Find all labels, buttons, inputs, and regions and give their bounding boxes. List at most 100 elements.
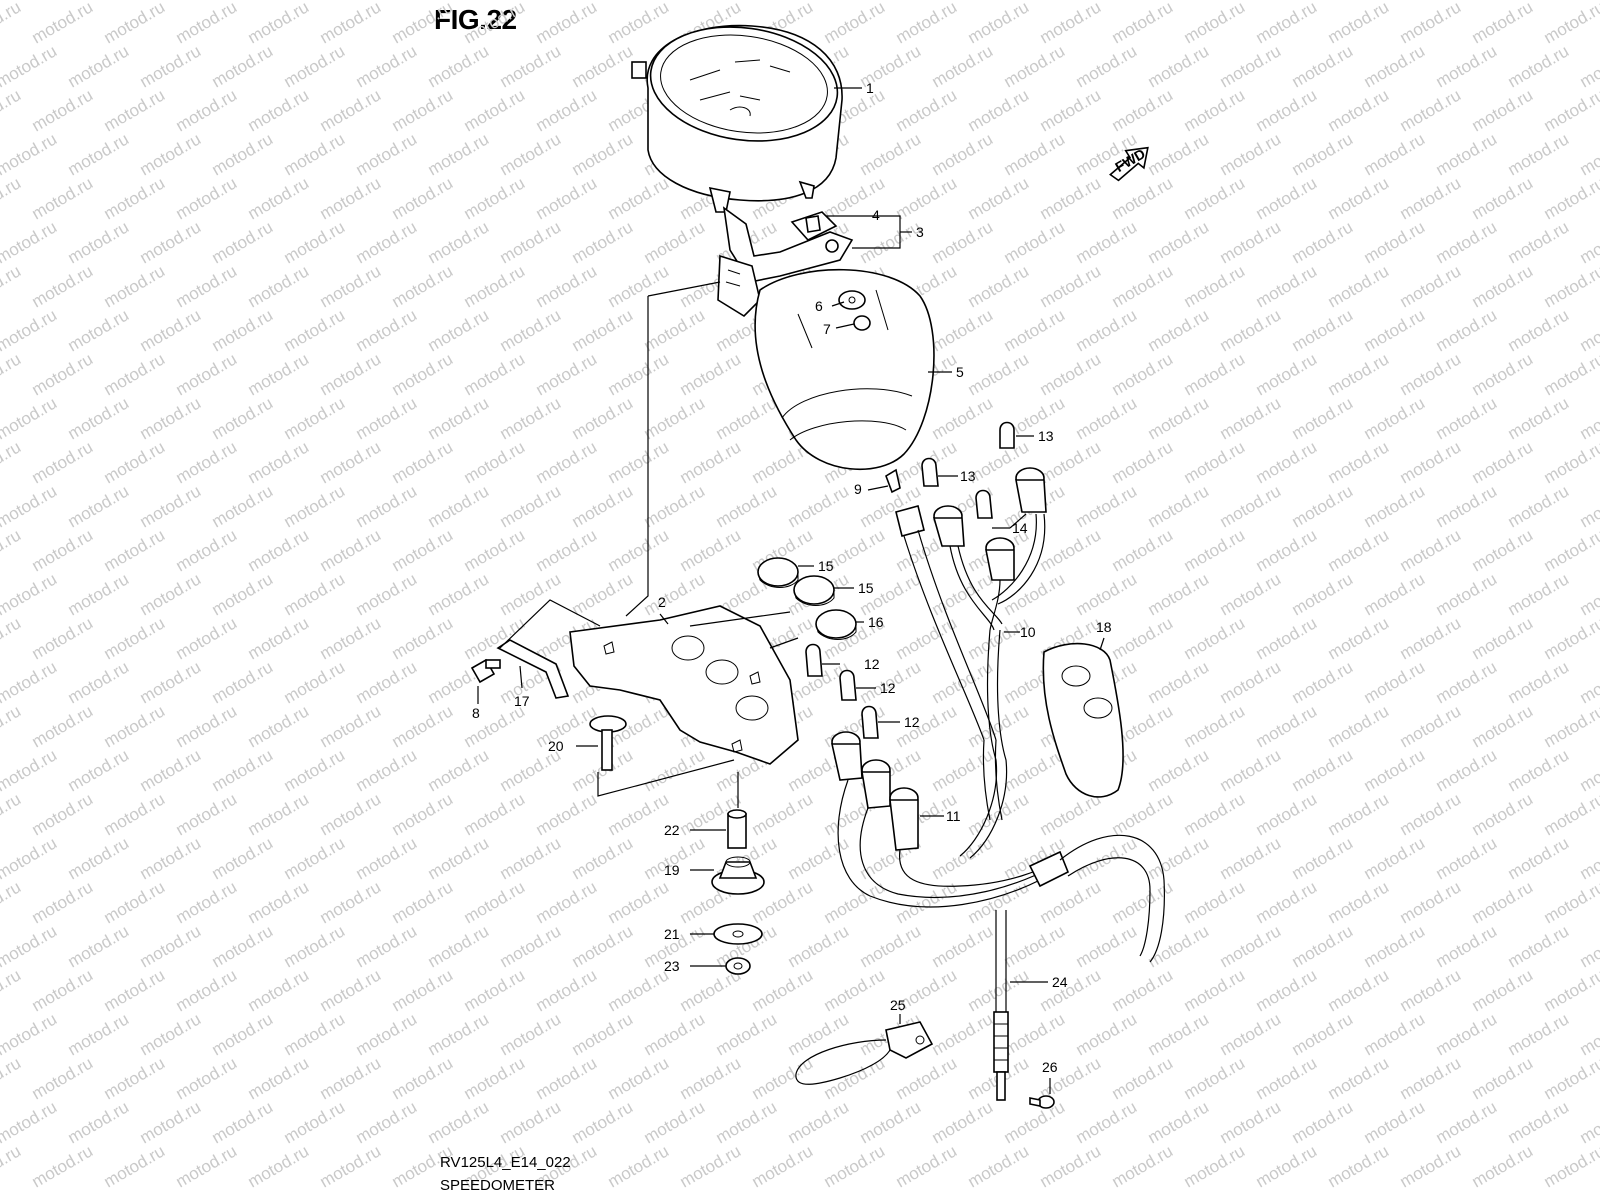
watermark-text: motod.ru [749,789,817,839]
watermark-text: motod.ru [1217,217,1285,267]
watermark-text: motod.ru [281,0,349,3]
watermark-text: motod.ru [173,173,241,223]
lamp-socket-wires-11[interactable] [831,731,1165,963]
callout-6[interactable]: 6 [815,298,823,314]
callout-1[interactable]: 1 [866,80,874,96]
watermark-text: motod.ru [29,965,97,1015]
callout-12-c[interactable]: 12 [904,714,920,730]
callout-19[interactable]: 19 [664,862,680,878]
watermark-text: motod.ru [1325,1141,1393,1191]
bolt-8[interactable] [470,658,501,684]
watermark-text: motod.ru [353,217,421,267]
callout-20[interactable]: 20 [548,738,564,754]
watermark-text: motod.ru [965,349,1033,399]
watermark-text: motod.ru [0,525,24,575]
watermark-text: motod.ru [497,1097,565,1147]
callout-13-upper[interactable]: 13 [1038,428,1054,444]
watermark-text: motod.ru [425,921,493,971]
callout-9[interactable]: 9 [854,481,862,497]
speedometer-gauge[interactable] [631,15,845,213]
callout-2[interactable]: 2 [658,594,666,610]
callout-15-upper[interactable]: 15 [818,558,834,574]
callout-3[interactable]: 3 [916,224,924,240]
watermark-text: motod.ru [389,0,457,47]
screw-26[interactable] [1029,1095,1055,1109]
callout-13-lower[interactable]: 13 [960,468,976,484]
speedometer-cable-upper[interactable] [895,505,1003,821]
cable-clamp-25[interactable] [795,1021,934,1085]
watermark-text: motod.ru [605,1053,673,1103]
callout-25[interactable]: 25 [890,997,906,1013]
callout-22[interactable]: 22 [664,822,680,838]
cushion-rubber-6[interactable] [838,290,866,310]
watermark-text: motod.ru [461,965,529,1015]
meter-housing[interactable] [754,268,935,471]
callout-23[interactable]: 23 [664,958,680,974]
callout-7[interactable]: 7 [823,321,831,337]
watermark-text: motod.ru [425,217,493,267]
bulb-13-lower[interactable] [921,457,939,487]
watermark-text: motod.ru [1325,789,1393,839]
callout-26[interactable]: 26 [1042,1059,1058,1075]
callout-16[interactable]: 16 [868,614,884,630]
callout-14[interactable]: 14 [1012,520,1028,536]
callout-21[interactable]: 21 [664,926,680,942]
watermark-text: motod.ru [389,701,457,751]
bulb-14[interactable] [975,489,993,519]
callout-12-a[interactable]: 12 [864,656,880,672]
cap-15-lower[interactable] [793,575,835,606]
bulb-socket-group[interactable] [932,467,1047,581]
callout-4[interactable]: 4 [872,207,880,223]
callout-12-b[interactable]: 12 [880,680,896,696]
watermark-text: motod.ru [137,305,205,355]
watermark-text: motod.ru [137,745,205,795]
watermark-text: motod.ru [209,833,277,883]
watermark-text: motod.ru [1001,129,1069,179]
callout-18[interactable]: 18 [1096,619,1112,635]
nut-23[interactable] [725,957,751,975]
watermark-text: motod.ru [245,1141,313,1191]
bulb-12-c[interactable] [861,705,879,739]
watermark-text: motod.ru [317,701,385,751]
bolt-20[interactable] [589,715,627,771]
watermark-text: motod.ru [1397,261,1465,311]
reflector-bracket-17[interactable] [496,639,570,699]
washer-21[interactable] [713,923,763,945]
cap-15-upper[interactable] [757,557,799,588]
watermark-text: motod.ru [605,349,673,399]
watermark-text: motod.ru [245,701,313,751]
bulb-12-a[interactable] [805,643,823,677]
callout-17[interactable]: 17 [514,693,530,709]
watermark-text: motod.ru [677,1053,745,1103]
watermark-text: motod.ru [1325,85,1393,135]
screw-9[interactable] [885,468,901,494]
watermark-text: motod.ru [1109,85,1177,135]
watermark-text: motod.ru [101,1053,169,1103]
indicator-plate[interactable] [569,605,799,765]
callout-10[interactable]: 10 [1020,624,1036,640]
spacer-22[interactable] [727,809,747,849]
callout-11[interactable]: 11 [946,808,961,824]
callout-15-lower[interactable]: 15 [858,580,874,596]
watermark-text: motod.ru [605,0,673,47]
bulb-12-b[interactable] [839,669,857,701]
callout-8[interactable]: 8 [472,705,480,721]
bulb-13-upper[interactable] [999,421,1015,449]
watermark-text: motod.ru [461,525,529,575]
watermark-text: motod.ru [1037,965,1105,1015]
watermark-text: motod.ru [1541,965,1600,1015]
meter-bracket[interactable] [717,206,854,318]
cap-16[interactable] [815,609,857,640]
watermark-text: motod.ru [0,1141,24,1191]
watermark-text: motod.ru [137,1097,205,1147]
callout-24[interactable]: 24 [1052,974,1068,990]
watermark-text: motod.ru [1073,305,1141,355]
speedometer-cable-24[interactable] [993,910,1009,1101]
watermark-text: motod.ru [1073,0,1141,3]
meter-cover-18[interactable] [1042,642,1124,798]
watermark-text: motod.ru [137,393,205,443]
cushion-19[interactable] [711,856,765,895]
callout-5[interactable]: 5 [956,364,964,380]
collar-7[interactable] [853,315,871,331]
watermark-text: motod.ru [1145,41,1213,91]
